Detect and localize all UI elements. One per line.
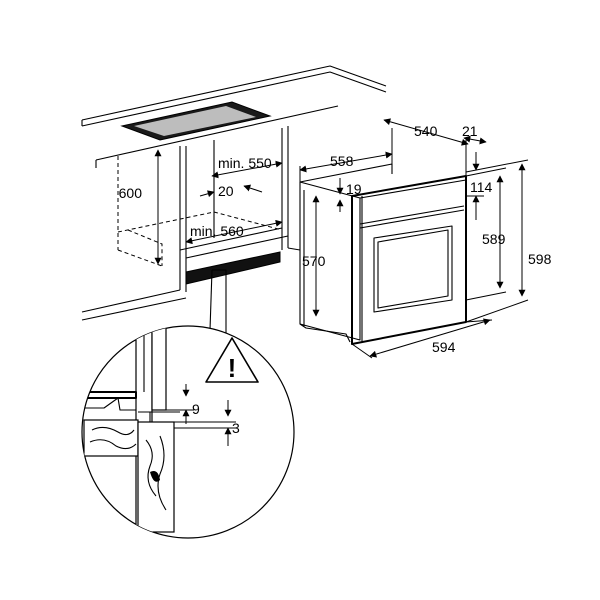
- oven-panel-height-label: 114: [470, 179, 493, 195]
- oven-width-dimension: [351, 318, 493, 359]
- detail-section-view: [82, 326, 180, 533]
- oven-front-panel: [351, 175, 467, 345]
- oven-body-depth-dimension: [383, 118, 469, 150]
- oven-front-height-dimension: [465, 159, 529, 323]
- oven-panel-height-dimension: [466, 152, 484, 220]
- warning-symbol: !: [228, 353, 237, 383]
- cabinet-gap-label: 20: [218, 183, 234, 199]
- oven-front-inner-height-label: 589: [482, 231, 506, 247]
- cabinet-gap-dimension: [199, 184, 263, 198]
- hob-cooktop: [120, 101, 272, 141]
- detail-leader-lines: [209, 269, 227, 336]
- cabinet-walls: [81, 126, 301, 321]
- cabinet-depth-dimension: [185, 219, 283, 245]
- oven-front-inset-label: 19: [346, 181, 362, 197]
- oven-width-label: 594: [432, 339, 456, 355]
- oven-front-inner-height-dimension: [465, 167, 507, 301]
- oven-front-height-label: 598: [528, 251, 552, 267]
- warning-icon: !: [205, 337, 259, 383]
- detail-gap-bottom-label: 3: [232, 420, 240, 436]
- vent-slot: [185, 251, 281, 285]
- oven-door-window: [373, 225, 453, 313]
- countertop: [81, 65, 387, 161]
- cabinet-hidden-outline: [117, 156, 283, 267]
- oven-body-depth-label: 540: [414, 123, 438, 139]
- oven-front-thickness-label: 21: [462, 123, 478, 139]
- detail-gap-top-label: 9: [192, 401, 200, 417]
- detail-gap-bottom-dimension: [174, 400, 236, 446]
- oven-body-height-label: 570: [302, 253, 326, 269]
- cabinet-width-label: min. 550: [218, 155, 272, 171]
- oven-depth-label: 558: [330, 153, 354, 169]
- cabinet-depth-label: min. 560: [190, 223, 244, 239]
- oven-depth-dimension: [299, 150, 393, 182]
- cabinet-height-label: 600: [119, 185, 143, 201]
- cabinet-width-dimension: [211, 160, 283, 179]
- oven-front-thickness-dimension: [463, 135, 487, 176]
